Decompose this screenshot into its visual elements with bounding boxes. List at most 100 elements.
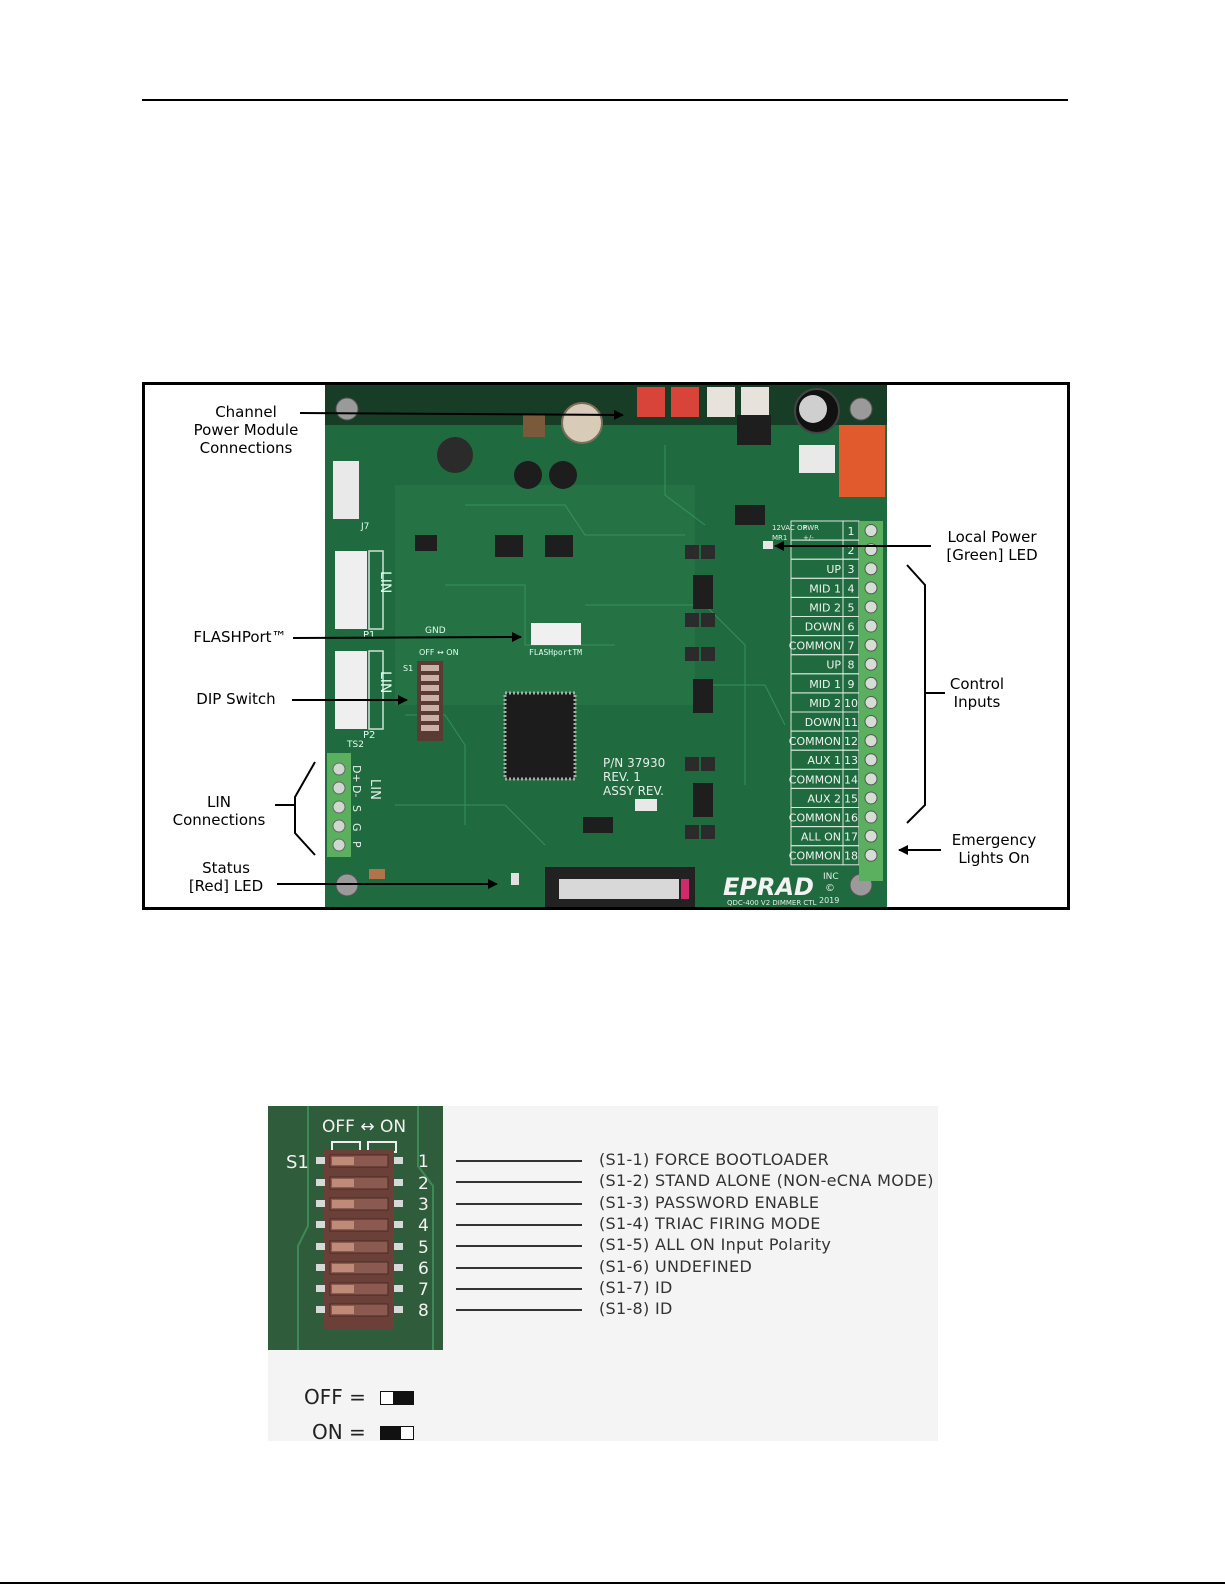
- switch-off-icon: [380, 1391, 414, 1405]
- svg-text:LIN: LIN: [377, 571, 393, 593]
- callout-flashport: FLASHPort™: [193, 628, 287, 646]
- terminal-label: UP: [826, 659, 841, 672]
- dip-pin: [316, 1200, 325, 1207]
- svg-text:TS2: TS2: [346, 740, 364, 750]
- dip-leader-line: [456, 1245, 582, 1248]
- dip-number: 3: [418, 1195, 429, 1215]
- terminal-label: COMMON: [789, 640, 841, 653]
- terminal-number: 8: [848, 659, 855, 672]
- terminal-number: 9: [848, 678, 855, 691]
- terminal-number: 17: [844, 831, 858, 844]
- dip-lever-knob: [332, 1221, 354, 1229]
- terminal-screw: [864, 734, 878, 748]
- svg-text:QDC-400 V2 DIMMER CTL: QDC-400 V2 DIMMER CTL: [727, 899, 817, 907]
- dip-description: (S1-8) ID: [599, 1299, 673, 1319]
- dip-pin: [394, 1243, 403, 1250]
- dip-number: 7: [418, 1280, 429, 1300]
- svg-text:LIN: LIN: [367, 779, 382, 800]
- terminal-screw: [864, 562, 878, 576]
- dip-leader-line: [456, 1181, 582, 1184]
- svg-text:P: P: [350, 841, 363, 848]
- dip-leader-line: [456, 1287, 582, 1290]
- dip-pin: [394, 1306, 403, 1313]
- terminal-number: 3: [848, 563, 855, 576]
- dip-number: 2: [418, 1174, 429, 1194]
- terminal-label: COMMON: [789, 735, 841, 748]
- svg-text:FLASHportTM: FLASHportTM: [529, 648, 582, 657]
- terminal-number: 6: [848, 621, 855, 634]
- terminal-label: AUX 2: [807, 792, 841, 805]
- terminal-label: UP: [826, 563, 841, 576]
- terminal-screw: [864, 848, 878, 862]
- terminal-screw: [864, 600, 878, 614]
- svg-text:MR1: MR1: [772, 534, 787, 542]
- callout-emergency: Emergency Lights On: [951, 831, 1037, 867]
- status-led: [511, 873, 519, 885]
- svg-text:OFF ↔ ON: OFF ↔ ON: [419, 648, 459, 657]
- svg-text:©: ©: [825, 883, 835, 894]
- power-connector: [839, 425, 885, 497]
- terminal-screw: [864, 657, 878, 671]
- svg-text:OFF ↔ ON: OFF ↔ ON: [322, 1117, 406, 1137]
- flashport-connector: [531, 623, 581, 645]
- callout-dip-switch: DIP Switch: [196, 690, 276, 708]
- dip-pin: [394, 1179, 403, 1186]
- terminal-number: 7: [848, 640, 855, 653]
- terminal-number: 5: [848, 601, 855, 614]
- p1-connector: [335, 551, 367, 629]
- terminal-number: 2: [848, 544, 855, 557]
- terminal-label: MID 1: [809, 582, 841, 595]
- svg-text:D-: D-: [350, 785, 363, 797]
- dip-lever-knob: [332, 1157, 354, 1165]
- dip-pin: [316, 1264, 325, 1271]
- terminal-label: MID 1: [809, 678, 841, 691]
- terminal-label: DOWN: [805, 716, 841, 729]
- j7-connector: [333, 461, 359, 519]
- footer-rule: [0, 1582, 1225, 1584]
- terminal-number: 10: [844, 697, 858, 710]
- terminal-label: COMMON: [789, 773, 841, 786]
- dip-lever-knob: [332, 1243, 354, 1251]
- dip-leader-line: [456, 1266, 582, 1269]
- terminal-screw: [864, 638, 878, 652]
- terminal-screw: [864, 676, 878, 690]
- callout-lin-connections: LIN Connections: [172, 793, 266, 829]
- dip-description: (S1-1) FORCE BOOTLOADER: [599, 1150, 830, 1169]
- terminal-label: AUX 1: [807, 754, 841, 767]
- terminal-label: COMMON: [789, 812, 841, 825]
- terminal-number: 14: [844, 773, 858, 786]
- terminal-screw: [864, 715, 878, 729]
- terminal-screw: [864, 829, 878, 843]
- dip-pin: [316, 1306, 325, 1313]
- dip-number: 5: [418, 1238, 429, 1258]
- svg-text:EPRAD: EPRAD: [723, 873, 814, 901]
- microcontroller: [503, 691, 577, 781]
- terminal-number: 16: [844, 812, 858, 825]
- channel-connector: [637, 387, 665, 417]
- dip-pin: [394, 1285, 403, 1292]
- dip-pin: [394, 1221, 403, 1228]
- terminal-screw: [864, 772, 878, 786]
- svg-text:S1: S1: [403, 664, 413, 673]
- board-figure: J7 P1 P2 LIN LIN FLASHportTM GND OFF ↔ O…: [142, 382, 1070, 910]
- dip-pin: [394, 1200, 403, 1207]
- dip-description: (S1-5) ALL ON Input Polarity: [599, 1235, 832, 1255]
- svg-text:P1: P1: [363, 630, 375, 641]
- dip-pin: [316, 1179, 325, 1186]
- local-power-led: [763, 541, 773, 549]
- svg-text:+/-: +/-: [803, 534, 814, 542]
- dip-leader-line: [456, 1223, 582, 1226]
- terminal-label: COMMON: [789, 850, 841, 863]
- dip-pin: [394, 1157, 403, 1164]
- dip-lever-knob: [332, 1264, 354, 1272]
- header-rule: [142, 99, 1068, 101]
- svg-text:PWR: PWR: [803, 524, 819, 532]
- svg-text:INC: INC: [823, 872, 839, 882]
- channel-connector: [707, 387, 735, 417]
- svg-text:2019: 2019: [819, 896, 839, 905]
- terminal-number: 13: [844, 754, 858, 767]
- dip-leader-line: [456, 1160, 582, 1162]
- svg-text:REV. 1: REV. 1: [603, 770, 641, 784]
